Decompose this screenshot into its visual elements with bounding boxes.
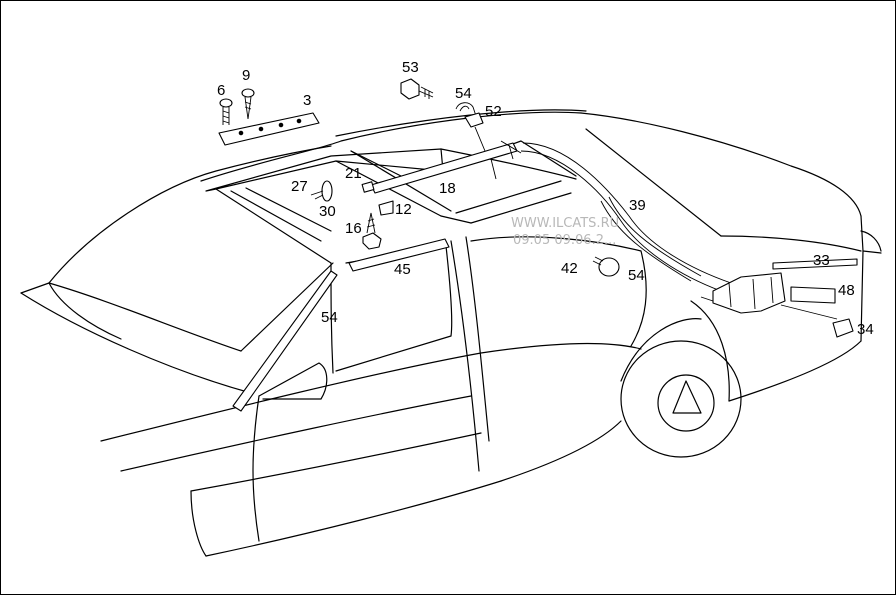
part-3-bracket-strip	[218, 112, 320, 146]
label-34: 34	[857, 321, 874, 338]
part-18-drain-tube	[370, 140, 522, 194]
part-54-drain-hose-top	[455, 102, 478, 120]
label-6: 6	[217, 82, 225, 99]
label-33: 33	[813, 252, 830, 269]
label-42: 42	[561, 260, 578, 277]
label-54-pillar: 54	[321, 309, 338, 326]
part-52-connector	[464, 112, 497, 180]
label-30: 30	[319, 203, 336, 220]
part-27-plug	[310, 180, 333, 202]
label-54-mid: 54	[628, 267, 645, 284]
label-53: 53	[402, 59, 419, 76]
label-45: 45	[394, 261, 411, 278]
part-16-screw	[362, 212, 382, 250]
label-21: 21	[345, 165, 362, 182]
part-45-sill-strip	[348, 238, 450, 272]
watermark-line-1: WWW.ILCATS.RU	[511, 216, 619, 231]
label-18: 18	[439, 180, 456, 197]
part-48-strip	[780, 286, 838, 320]
part-21-fitting	[361, 181, 375, 193]
part-53-bolt	[400, 78, 434, 100]
label-39: 39	[629, 197, 646, 214]
label-16: 16	[345, 220, 362, 237]
watermark-line-2: 09.05 09.06.2...	[513, 233, 616, 248]
car-body-outline	[20, 109, 882, 557]
label-9: 9	[242, 67, 250, 84]
part-9-screw	[241, 88, 255, 120]
label-3: 3	[303, 92, 311, 109]
part-42-grommet	[592, 256, 620, 277]
watermark: WWW.ILCATS.RU 09.05 09.06.2...	[511, 216, 619, 248]
label-48: 48	[838, 282, 855, 299]
part-labels: 53 6 9 3 54 52 21 27 18 30 12 16 39 45 4…	[217, 59, 874, 338]
label-52: 52	[485, 103, 502, 120]
label-27: 27	[291, 178, 308, 195]
part-34-clip	[832, 318, 854, 338]
label-54-top: 54	[455, 85, 472, 102]
part-39-rear-drain-hoses	[520, 142, 732, 292]
part-12-clip	[378, 200, 394, 216]
part-drain-valve-assembly	[700, 272, 786, 314]
label-12: 12	[395, 201, 412, 218]
part-33-strip	[772, 258, 858, 270]
part-6-screw	[219, 98, 233, 125]
